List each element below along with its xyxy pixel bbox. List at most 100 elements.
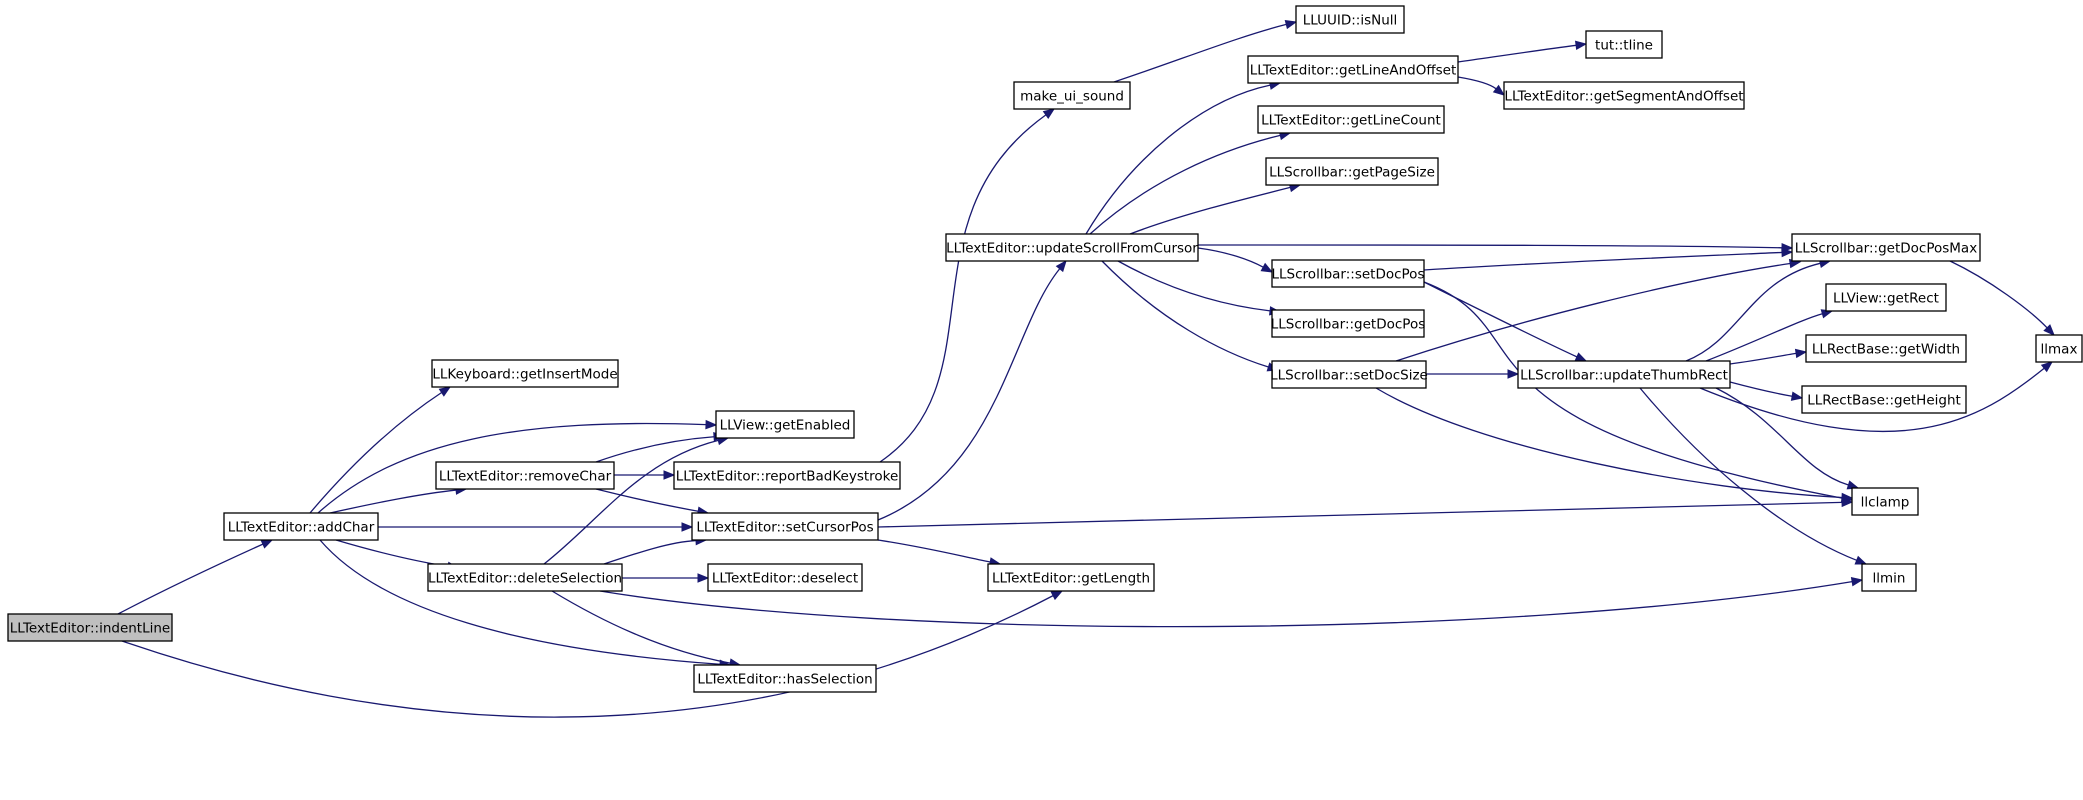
edge-line [1457,44,1577,63]
node-box[interactable] [7,613,173,642]
node-label: LLTextEditor::setCursorPos [696,520,873,536]
node-box[interactable] [1503,81,1745,110]
node-box[interactable] [1247,55,1459,84]
edge-arrowhead [1841,492,1854,503]
node-box[interactable] [2035,334,2083,363]
node-get-enabled[interactable]: LLView::getEnabled [715,410,855,439]
node-box[interactable] [1791,233,1981,262]
node-get-length[interactable]: LLTextEditor::getLength [987,563,1155,592]
node-box[interactable] [1271,309,1425,338]
edge-set-cursor-pos-to-update-scroll-from-cursor [877,259,1067,521]
node-box[interactable] [1805,334,1967,363]
edge-set-doc-size-to-get-doc-pos-max [1395,258,1802,362]
node-box[interactable] [715,410,855,439]
edge-line [1375,387,1843,499]
node-label: LLScrollbar::updateThumbRect [1520,368,1728,384]
edge-remove-char-to-report-bad-keystroke [613,470,676,480]
node-box[interactable] [1517,360,1731,389]
node-report-bad-keystroke[interactable]: LLTextEditor::reportBadKeystroke [673,461,901,490]
edge-get-line-and-offset-to-get-segment-and-offset [1457,76,1506,96]
edge-line [317,422,707,514]
node-has-selection[interactable]: LLTextEditor::hasSelection [693,664,877,693]
edge-set-cursor-pos-to-llclamp [877,497,1854,528]
node-label: LLTextEditor::getLength [992,571,1150,587]
edge-report-bad-keystroke-to-make-ui-sound [879,108,1056,463]
node-tline[interactable]: tut::tline [1585,30,1663,59]
edge-line [1457,76,1497,90]
node-box[interactable] [427,563,623,592]
node-box[interactable] [223,512,379,541]
node-make-ui-sound[interactable]: make_ui_sound [1013,81,1131,110]
node-box[interactable] [1271,360,1427,389]
node-box[interactable] [1851,487,1919,516]
node-box[interactable] [693,664,877,693]
node-get-doc-pos-max[interactable]: LLScrollbar::getDocPosMax [1791,233,1981,262]
node-box[interactable] [1271,259,1425,288]
edge-line [1113,23,1287,83]
node-get-height[interactable]: LLRectBase::getHeight [1801,385,1967,414]
node-get-insert-mode[interactable]: LLKeyboard::getInsertMode [431,359,619,388]
node-get-width[interactable]: LLRectBase::getWidth [1805,334,1967,363]
node-is-null[interactable]: LLUUID::isNull [1295,5,1405,34]
node-box[interactable] [691,512,879,541]
edge-delete-selection-to-deselect [622,573,710,583]
edge-line [1101,260,1269,368]
node-label: LLTextEditor::getLineCount [1261,113,1441,129]
node-box[interactable] [1257,105,1445,134]
edge-add-char-to-get-enabled [317,419,718,514]
node-label: LLTextEditor::getSegmentAndOffset [1504,89,1743,105]
edge-indent-line-to-add-char [117,539,274,615]
node-set-doc-size[interactable]: LLScrollbar::setDocSize [1270,360,1428,389]
node-update-thumb-rect[interactable]: LLScrollbar::updateThumbRect [1517,360,1731,389]
edge-arrowhead [1574,40,1588,51]
node-label: llmin [1873,571,1906,587]
node-box[interactable] [945,233,1199,262]
edge-add-char-to-has-selection [319,539,732,669]
node-deselect[interactable]: LLTextEditor::deselect [707,563,863,592]
node-box[interactable] [1265,157,1439,186]
node-get-line-count[interactable]: LLTextEditor::getLineCount [1257,105,1445,134]
node-box[interactable] [1825,283,1947,312]
node-label: LLView::getRect [1833,291,1939,307]
node-label: LLRectBase::getWidth [1812,342,1960,358]
edge-line [595,488,699,512]
node-box[interactable] [1801,385,1967,414]
node-box[interactable] [1295,5,1405,34]
node-box[interactable] [1861,563,1917,592]
node-get-rect[interactable]: LLView::getRect [1825,283,1947,312]
node-label: llclamp [1861,495,1910,511]
edge-arrowhead [681,522,694,532]
node-set-doc-pos[interactable]: LLScrollbar::setDocPos [1271,259,1425,288]
node-llmin[interactable]: llmin [1861,563,1917,592]
node-box[interactable] [431,359,619,388]
node-label: LLScrollbar::getDocPos [1271,317,1426,333]
node-label: LLScrollbar::getDocPosMax [1795,241,1977,257]
node-box[interactable] [673,461,901,490]
node-box[interactable] [1585,30,1663,59]
node-label: LLKeyboard::getInsertMode [432,367,617,383]
node-get-segment-and-offset[interactable]: LLTextEditor::getSegmentAndOffset [1503,81,1745,110]
node-llclamp[interactable]: llclamp [1851,487,1919,516]
node-box[interactable] [987,563,1155,592]
node-get-page-size[interactable]: LLScrollbar::getPageSize [1265,157,1439,186]
node-set-cursor-pos[interactable]: LLTextEditor::setCursorPos [691,512,879,541]
node-box[interactable] [707,563,863,592]
node-remove-char[interactable]: LLTextEditor::removeChar [435,461,615,490]
node-get-doc-pos[interactable]: LLScrollbar::getDocPos [1271,309,1426,338]
edge-line [1117,260,1271,312]
edge-line [1685,262,1821,362]
node-get-line-and-offset[interactable]: LLTextEditor::getLineAndOffset [1247,55,1459,84]
node-box[interactable] [435,461,615,490]
node-update-scroll-from-cursor[interactable]: LLTextEditor::updateScrollFromCursor [945,233,1199,262]
edge-line [319,539,721,665]
edge-arrowhead [1781,247,1794,258]
node-delete-selection[interactable]: LLTextEditor::deleteSelection [427,563,623,592]
node-llmax[interactable]: llmax [2035,334,2083,363]
node-box[interactable] [1013,81,1131,110]
node-label: LLTextEditor::removeChar [439,469,612,485]
node-label: LLUUID::isNull [1303,13,1398,29]
node-indent-line[interactable]: LLTextEditor::indentLine [7,613,173,642]
edge-update-scroll-from-cursor-to-set-doc-size [1101,260,1280,372]
node-add-char[interactable]: LLTextEditor::addChar [223,512,379,541]
